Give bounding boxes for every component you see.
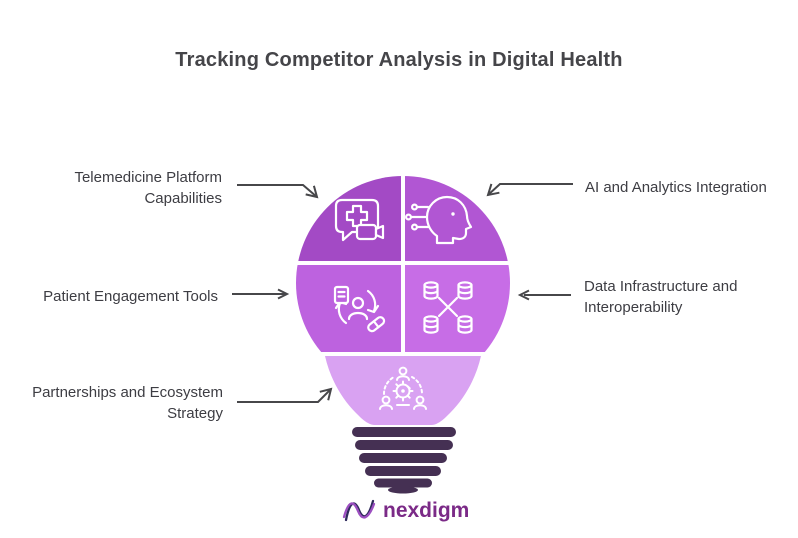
link-arc xyxy=(411,376,424,395)
pill-capsule xyxy=(367,316,386,333)
team-gear-icon xyxy=(379,366,427,410)
label-patient-engagement-tools: Patient Engagement Tools xyxy=(43,288,218,305)
circuit-node xyxy=(405,213,413,221)
screw-tip xyxy=(388,486,418,494)
arrowhead-ai xyxy=(486,183,500,197)
chat-bubble-shape xyxy=(334,198,380,242)
telemedicine-chat-video-icon xyxy=(334,198,385,242)
document-lines xyxy=(337,290,346,298)
person-body xyxy=(413,404,427,410)
segment-telemedicine xyxy=(296,176,401,261)
arrow-ai xyxy=(487,183,573,196)
page-title: Tracking Competitor Analysis in Digital … xyxy=(175,49,623,71)
database-cylinder xyxy=(423,281,439,300)
gear-center-dot xyxy=(401,389,405,393)
cross-links xyxy=(437,296,459,318)
refresh-arc-arrowhead xyxy=(366,304,380,314)
logo-swoosh-navy xyxy=(344,499,375,522)
arrowhead-data xyxy=(517,289,530,301)
person-head xyxy=(415,395,425,405)
arrowhead-partnerships xyxy=(319,387,333,401)
gear-teeth xyxy=(392,380,414,402)
screw-thread xyxy=(359,453,447,463)
person-body xyxy=(396,375,410,381)
video-camera-lens xyxy=(374,224,385,240)
eye-dot xyxy=(451,212,455,216)
nexdigm-logo-mark xyxy=(342,499,376,522)
nexdigm-logo-text: nexdigm xyxy=(383,499,470,522)
database-cylinder xyxy=(457,315,473,334)
arrow-partnerships xyxy=(237,388,332,403)
person-head xyxy=(381,395,391,405)
record-document xyxy=(333,285,350,305)
database-cylinder xyxy=(457,281,473,300)
database-network-icon xyxy=(423,281,473,334)
circuit-node xyxy=(411,223,419,231)
bulb-screw-base xyxy=(352,427,456,494)
label-ai-analytics-integration: AI and Analytics Integration xyxy=(585,179,767,196)
segment-ai-analytics xyxy=(405,176,510,261)
arrow-telemedicine xyxy=(237,184,318,198)
head-profile-shape xyxy=(425,195,473,245)
screw-thread xyxy=(374,478,432,488)
logo-swoosh-purple xyxy=(342,502,376,519)
patient-record-pill-icon xyxy=(333,285,386,333)
segment-data-infrastructure xyxy=(405,265,510,352)
pill-divider xyxy=(372,320,380,329)
bulb-quadrants xyxy=(296,176,510,352)
arrowhead-patient xyxy=(277,288,290,300)
person-head xyxy=(398,366,408,376)
label-data-infrastructure-interoperability: Data Infrastructure and Interoperability xyxy=(584,278,738,316)
segment-patient-engagement xyxy=(296,265,401,352)
screw-thread xyxy=(355,440,453,450)
person-body xyxy=(347,311,369,321)
person-body xyxy=(379,404,393,410)
video-camera-body xyxy=(355,223,378,241)
ai-head-circuit-icon xyxy=(405,195,473,245)
arrowhead-telemedicine xyxy=(305,185,319,199)
screw-thread xyxy=(365,466,441,476)
circuit-node xyxy=(411,203,419,211)
connector-arrows xyxy=(232,183,573,403)
screw-thread xyxy=(352,427,456,437)
link-arc xyxy=(382,376,395,395)
person-head xyxy=(351,296,365,310)
label-partnerships-ecosystem-strategy: Partnerships and Ecosystem Strategy xyxy=(32,384,223,422)
database-cylinder xyxy=(423,315,439,334)
label-telemedicine-platform-capabilities: Telemedicine Platform Capabilities xyxy=(74,169,222,207)
